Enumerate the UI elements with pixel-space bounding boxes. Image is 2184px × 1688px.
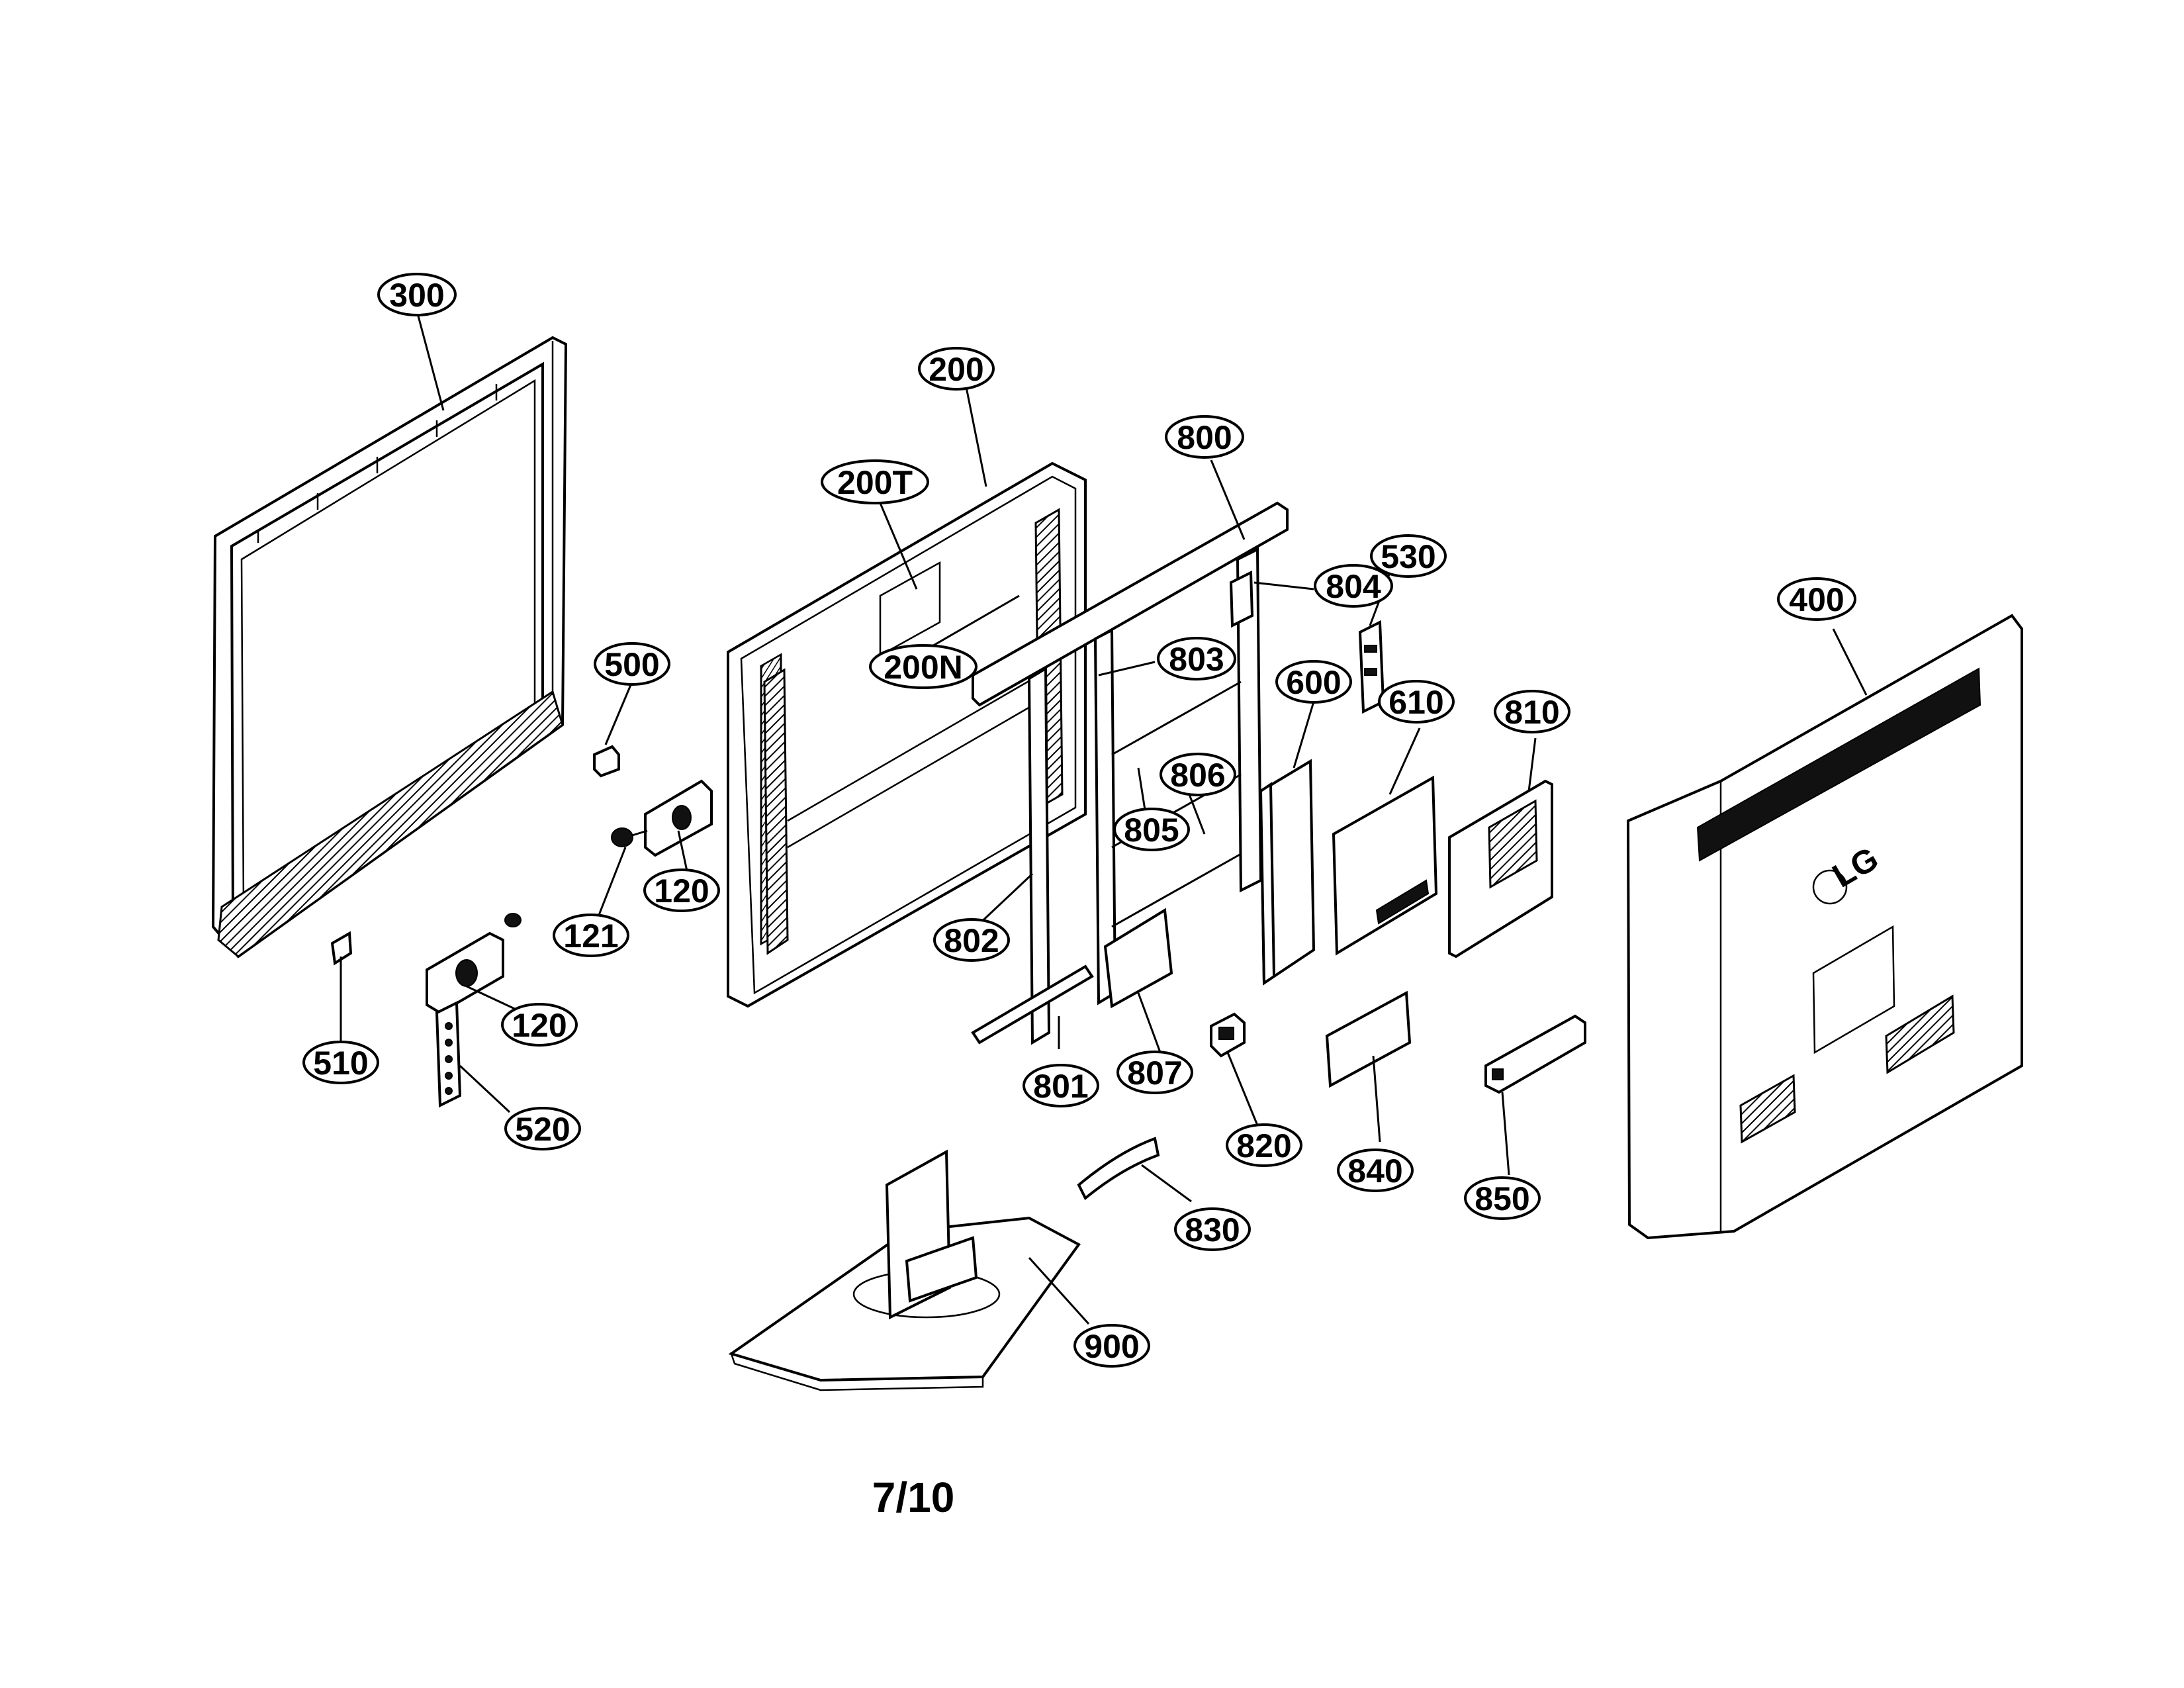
callout-803-label: 803 xyxy=(1169,641,1224,678)
part-610-main-board xyxy=(1332,775,1438,956)
callout-300-label: 300 xyxy=(389,277,444,314)
callout-400: 400 xyxy=(1777,577,1856,621)
callout-500: 500 xyxy=(594,642,670,686)
page-number: 7/10 xyxy=(872,1474,955,1521)
callout-200T: 200T xyxy=(821,459,929,504)
part-800-chassis-frame xyxy=(971,501,1289,1045)
part-900-stand xyxy=(728,1149,1081,1391)
callout-200N-label: 200N xyxy=(884,649,963,686)
part-121-bracket xyxy=(611,827,648,847)
callout-807-label: 807 xyxy=(1127,1055,1182,1092)
callout-807: 807 xyxy=(1116,1051,1193,1094)
callout-120-lower-label: 120 xyxy=(512,1007,567,1044)
callout-200T-label: 200T xyxy=(837,464,913,501)
callout-120-lower: 120 xyxy=(501,1003,578,1047)
callout-804: 804 xyxy=(1314,564,1393,608)
callout-801: 801 xyxy=(1023,1064,1099,1107)
callout-200N: 200N xyxy=(869,644,978,689)
part-600-power-board xyxy=(1259,759,1316,986)
callout-806: 806 xyxy=(1160,753,1236,796)
part-300-front-bezel xyxy=(211,336,568,959)
callout-850: 850 xyxy=(1464,1176,1541,1220)
callout-510-label: 510 xyxy=(313,1045,368,1082)
callout-300: 300 xyxy=(377,273,457,316)
callout-900: 900 xyxy=(1073,1324,1150,1368)
callout-600-label: 600 xyxy=(1286,664,1341,701)
leader-lines xyxy=(340,310,1868,1325)
part-400-back-cover xyxy=(1626,614,2023,1240)
callout-121-label: 121 xyxy=(563,917,618,955)
part-810-shield xyxy=(1448,779,1553,959)
part-520-keyboard xyxy=(435,1000,462,1108)
callout-530-label: 530 xyxy=(1381,538,1435,575)
callout-802: 802 xyxy=(933,918,1010,962)
part-120-speaker-upper xyxy=(644,779,713,857)
part-850-cover xyxy=(1484,1014,1586,1094)
callout-840: 840 xyxy=(1337,1149,1414,1192)
callout-805: 805 xyxy=(1113,808,1190,851)
callout-500-label: 500 xyxy=(604,646,659,683)
callout-120-upper: 120 xyxy=(643,868,720,912)
callout-400-label: 400 xyxy=(1789,581,1844,618)
callout-806-label: 806 xyxy=(1170,757,1225,794)
callout-840-label: 840 xyxy=(1347,1152,1402,1190)
callout-802-label: 802 xyxy=(944,922,999,959)
callout-810-label: 810 xyxy=(1504,694,1559,731)
part-120-speaker-lower xyxy=(426,913,522,1015)
part-510-bracket xyxy=(330,931,353,966)
callout-900-label: 900 xyxy=(1084,1328,1139,1365)
callout-610-label: 610 xyxy=(1388,684,1443,721)
callout-520-label: 520 xyxy=(515,1111,570,1148)
part-820-component xyxy=(1210,1012,1246,1058)
callout-805-label: 805 xyxy=(1124,812,1179,849)
callout-520: 520 xyxy=(504,1107,581,1150)
callout-810: 810 xyxy=(1494,690,1570,733)
callout-120-upper-label: 120 xyxy=(654,872,709,910)
part-840-board xyxy=(1325,990,1412,1088)
callout-803: 803 xyxy=(1157,637,1236,680)
callout-610: 610 xyxy=(1378,680,1455,724)
callout-830: 830 xyxy=(1174,1207,1251,1251)
callout-121: 121 xyxy=(553,914,629,957)
callout-820-label: 820 xyxy=(1236,1127,1291,1164)
callout-600: 600 xyxy=(1275,660,1352,704)
callout-200: 200 xyxy=(918,347,995,391)
callout-200-label: 200 xyxy=(929,351,983,388)
callout-804-label: 804 xyxy=(1326,568,1381,605)
part-830-clip xyxy=(1077,1137,1160,1201)
callout-830-label: 830 xyxy=(1185,1211,1240,1248)
callout-510: 510 xyxy=(302,1041,379,1084)
callout-800: 800 xyxy=(1165,415,1244,459)
part-200-lcd-panel xyxy=(727,461,1087,1008)
callout-800-label: 800 xyxy=(1177,419,1232,456)
part-500-block xyxy=(593,745,620,778)
callout-801-label: 801 xyxy=(1033,1068,1088,1105)
callout-530: 530 xyxy=(1370,534,1447,578)
callout-850-label: 850 xyxy=(1475,1180,1529,1217)
callout-820: 820 xyxy=(1226,1123,1302,1167)
